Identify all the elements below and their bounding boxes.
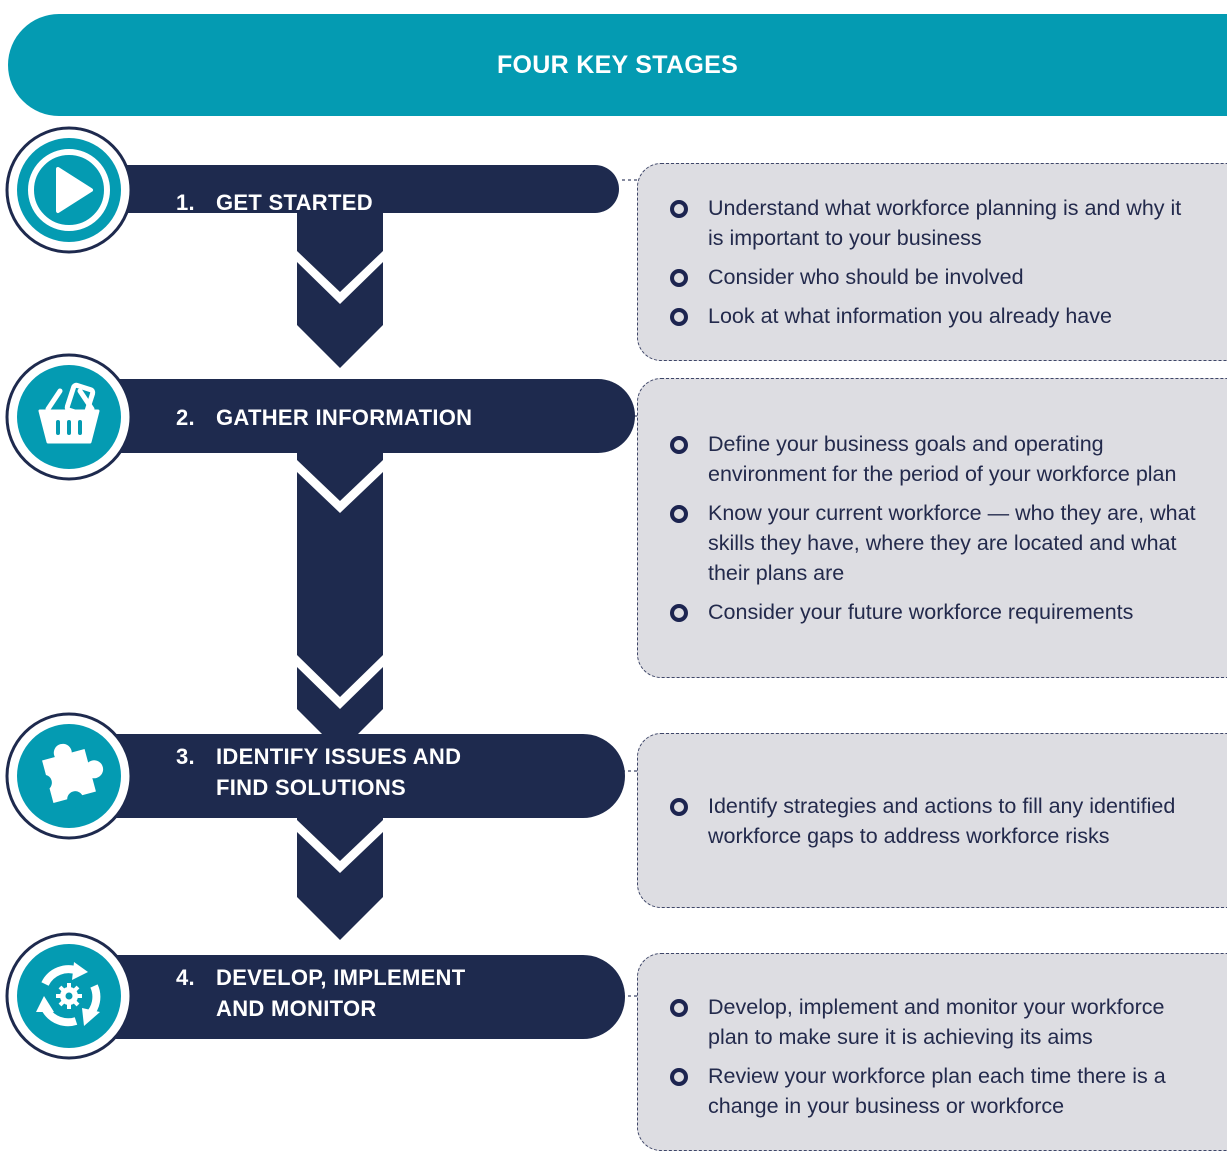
stage-panel-3: Identify strategies and actions to fill … [637, 733, 1227, 908]
stage-number: 4. [176, 965, 195, 990]
stage-panel-2: Define your business goals and operating… [637, 378, 1227, 678]
stage-number: 1. [176, 190, 195, 215]
bullet-item: Understand what workforce planning is an… [668, 193, 1197, 253]
stage-title-line: AND MONITOR [216, 996, 377, 1021]
chevron-arrow-2c [297, 667, 383, 752]
chevron-arrow-1b [297, 262, 383, 368]
diagram-title: FOUR KEY STAGES [496, 50, 739, 79]
stage-number: 2. [176, 405, 195, 430]
bullet-item: Identify strategies and actions to fill … [668, 791, 1197, 851]
stage-title-line: IDENTIFY ISSUES AND [216, 744, 462, 769]
stage-title-3: 3. IDENTIFY ISSUES AND FIND SOLUTIONS [176, 741, 461, 803]
bullet-item: Consider who should be involved [668, 262, 1197, 292]
puzzle-icon [35, 743, 104, 808]
stage-title-line: GATHER INFORMATION [216, 405, 473, 430]
stage-panel-1: Understand what workforce planning is an… [637, 163, 1227, 361]
chevron-arrow-3b [297, 832, 383, 940]
bullet-item: Develop, implement and monitor your work… [668, 992, 1197, 1052]
bullet-item: Look at what information you already hav… [668, 301, 1197, 331]
stage-title-4: 4. DEVELOP, IMPLEMENT AND MONITOR [176, 962, 465, 1024]
bullet-item: Define your business goals and operating… [668, 429, 1197, 489]
stage-bar-1 [60, 165, 619, 213]
play-icon [28, 149, 110, 231]
chevron-arrow-3 [297, 818, 383, 861]
bullet-list: Understand what workforce planning is an… [668, 184, 1197, 340]
stage-badge-3 [5, 712, 133, 840]
chevron-arrow-2b [297, 472, 383, 697]
stage-title-line: DEVELOP, IMPLEMENT [216, 965, 466, 990]
cycle-gear-icon [36, 962, 101, 1027]
stage-badge-2 [5, 353, 133, 481]
title-banner: FOUR KEY STAGES [8, 14, 1227, 116]
stage-panel-4: Develop, implement and monitor your work… [637, 953, 1227, 1151]
bullet-list: Identify strategies and actions to fill … [668, 782, 1197, 860]
bullet-item: Review your workforce plan each time the… [668, 1061, 1197, 1121]
stage-number: 3. [176, 744, 195, 769]
stage-title-line: GET STARTED [216, 190, 373, 215]
bullet-item: Consider your future workforce requireme… [668, 597, 1197, 627]
bullet-item: Know your current workforce — who they a… [668, 498, 1197, 588]
stage-badge-4 [5, 932, 133, 1060]
basket-icon [38, 382, 100, 444]
stage-title-2: 2. GATHER INFORMATION [176, 402, 472, 433]
stage-badge-1 [5, 126, 133, 254]
chevron-arrow-1 [297, 213, 383, 292]
stage-title-1: 1. GET STARTED [176, 187, 373, 218]
stage-title-line: FIND SOLUTIONS [216, 775, 406, 800]
stage-bar-3 [60, 734, 625, 818]
stage-bar-4 [60, 955, 625, 1039]
bullet-list: Define your business goals and operating… [668, 420, 1197, 636]
chevron-arrow-2 [297, 452, 383, 501]
bullet-list: Develop, implement and monitor your work… [668, 983, 1197, 1130]
stage-bar-2 [60, 379, 635, 453]
